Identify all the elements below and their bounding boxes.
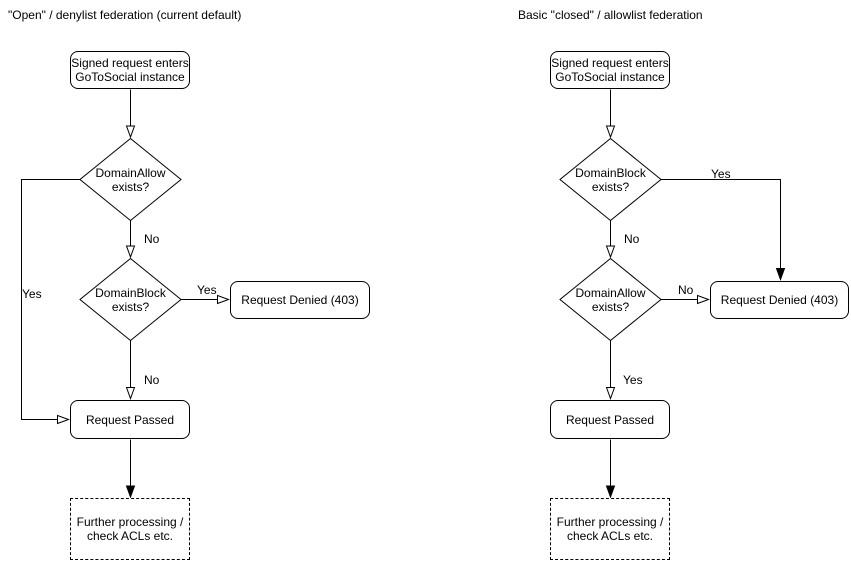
left-edge-label-yes-block: Yes (197, 283, 217, 297)
left-passed-node: Request Passed (70, 400, 190, 439)
left-denied-node: Request Denied (403) (230, 281, 370, 319)
right-decision-domainblock-shape (559, 137, 662, 222)
right-decision-domainallow-shape (559, 257, 662, 342)
right-edge-label-yes-block: Yes (711, 167, 731, 181)
left-chart-title: "Open" / denylist federation (current de… (8, 8, 242, 22)
right-denied-node: Request Denied (403) (710, 281, 849, 319)
right-edge-label-no-allow: No (678, 283, 694, 297)
left-edge-label-yes-allow: Yes (22, 287, 42, 301)
right-chart-title: Basic "closed" / allowlist federation (518, 8, 703, 22)
right-further-node: Further processing / check ACLs etc. (550, 498, 670, 560)
left-start-node: Signed request enters GoToSocial instanc… (70, 51, 190, 89)
left-further-node: Further processing / check ACLs etc. (70, 498, 190, 560)
right-edge-label-no-1: No (624, 232, 640, 246)
right-start-node: Signed request enters GoToSocial instanc… (550, 51, 670, 89)
right-edge-decision1-yes-to-denied (661, 179, 786, 281)
left-edge-decision1-yes-to-passed (21, 179, 80, 425)
left-edge-label-no-1: No (144, 232, 160, 246)
left-decision-domainallow-shape (79, 137, 182, 222)
left-decision-domainblock-shape (79, 257, 182, 342)
right-passed-node: Request Passed (550, 400, 670, 439)
right-edge-label-yes-2: Yes (623, 373, 643, 387)
left-edge-label-no-2: No (144, 373, 160, 387)
